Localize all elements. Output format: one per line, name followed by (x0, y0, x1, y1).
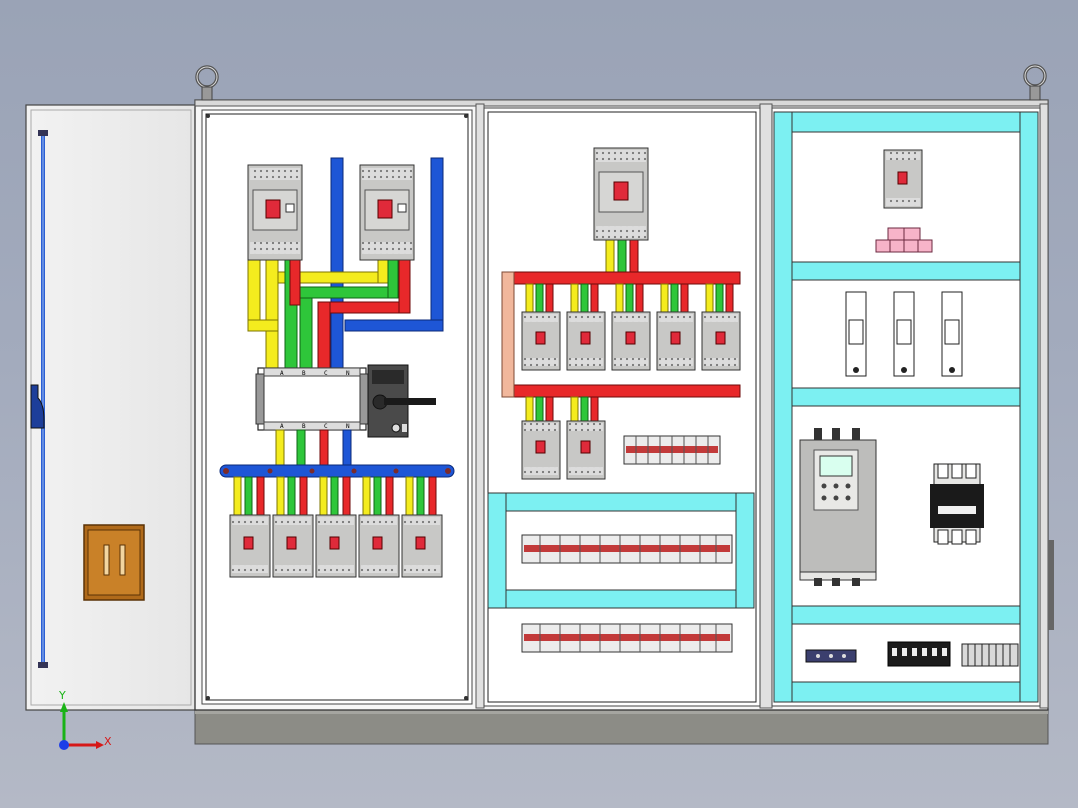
switch-label-b: B (302, 370, 306, 377)
feeder-breakers (229, 476, 443, 578)
soft-starter[interactable] (799, 428, 877, 586)
fuse-holder[interactable] (893, 291, 915, 377)
branch-breakers-row (521, 283, 741, 371)
busbar-phase-c (289, 249, 411, 374)
terminal-block-black (887, 641, 951, 667)
door-handle[interactable] (83, 524, 145, 601)
switch-label-b-lower: B (302, 423, 306, 430)
branch-breaker[interactable] (521, 283, 561, 371)
section-control (771, 107, 1054, 707)
section-distribution (483, 107, 761, 707)
branch-breaker[interactable] (566, 283, 606, 371)
switch-label-c-lower: C (324, 423, 328, 430)
terminal-block-blue (805, 649, 857, 663)
terminal-block-small (623, 435, 721, 465)
contactor[interactable] (930, 463, 984, 545)
busbar-neutral (330, 157, 444, 374)
switch-label-c: C (324, 370, 328, 377)
feeder-breaker[interactable] (358, 476, 400, 578)
fuse-holder[interactable] (845, 291, 867, 377)
lower-breakers-row (521, 396, 606, 480)
pink-terminals (875, 227, 933, 253)
main-breaker-1[interactable] (247, 164, 303, 261)
branch-breaker[interactable] (656, 283, 696, 371)
control-breaker[interactable] (883, 149, 923, 209)
distribution-main-breaker[interactable] (593, 147, 649, 274)
busbar-phase-a (247, 249, 389, 376)
busbar-horizontal-neutral (219, 464, 455, 478)
main-breaker-2[interactable] (359, 164, 415, 261)
branch-breaker[interactable] (701, 283, 741, 371)
feeder-breaker[interactable] (401, 476, 443, 578)
switch-label-a-lower: A (280, 423, 284, 430)
section-incoming: A B C N A B C N (201, 109, 473, 705)
feeder-breaker[interactable] (315, 476, 357, 578)
axis-label-x: X (104, 735, 112, 748)
switch-operator[interactable] (367, 364, 436, 438)
switch-label-a: A (280, 370, 284, 377)
branch-breaker[interactable] (521, 396, 561, 480)
axis-label-y: Y (58, 689, 66, 702)
switch-label-n: N (346, 370, 350, 377)
lifting-eye-left (195, 65, 219, 101)
distribution-busbar (501, 271, 741, 398)
axis-triad: Y X (58, 689, 112, 750)
cabinet-door (25, 104, 197, 711)
feeder-breaker[interactable] (229, 476, 271, 578)
feeder-breaker[interactable] (272, 476, 314, 578)
terminal-strip-1 (521, 534, 733, 564)
fuse-holder[interactable] (941, 291, 963, 377)
terminal-strip-2 (521, 623, 733, 653)
branch-breaker[interactable] (566, 396, 606, 480)
transfer-switch[interactable]: A B C N A B C N (255, 367, 369, 431)
terminal-block-grey (961, 643, 1019, 667)
switch-label-n-lower: N (346, 423, 350, 430)
branch-breaker[interactable] (611, 283, 651, 371)
lifting-eye-right (1023, 64, 1047, 101)
